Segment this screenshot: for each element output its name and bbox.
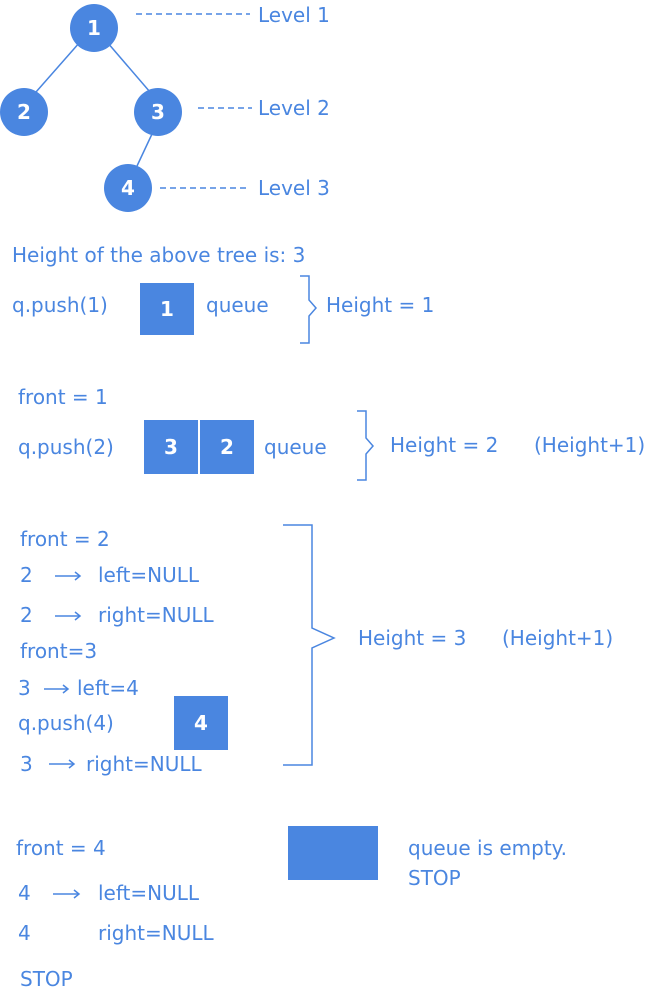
tree-node-2: 2 (0, 88, 48, 136)
edge-1-3 (106, 41, 151, 93)
edge-1-2 (35, 41, 81, 93)
step4-empty-line2: STOP (408, 866, 461, 890)
step3-line2-node: 2 (20, 603, 33, 627)
step1-push: q.push(1) (12, 293, 108, 317)
step4-stop: STOP (20, 967, 73, 991)
step4-line1-text: left=NULL (98, 881, 200, 905)
step3-line3-node: 3 (18, 676, 31, 700)
step2-queue-label: queue (264, 435, 327, 459)
step4-line2-text: right=NULL (98, 921, 214, 945)
step1-queue-cell: 1 (140, 283, 194, 335)
step4-line2-node: 4 (18, 921, 31, 945)
step3-line1-node: 2 (20, 563, 33, 587)
step3-height-note: (Height+1) (502, 626, 614, 650)
step3-line1-text: left=NULL (98, 563, 200, 587)
step2-height: Height = 2 (390, 433, 499, 457)
brace-step3 (283, 524, 336, 766)
step2-queue-cell-a: 3 (144, 420, 198, 474)
step3-line2-text: right=NULL (98, 603, 214, 627)
level-3-label: Level 3 (258, 176, 330, 200)
step4-empty-queue (288, 826, 378, 880)
step2-height-note: (Height+1) (534, 433, 646, 457)
tree-node-1: 1 (70, 4, 118, 52)
level-1-label: Level 1 (258, 3, 330, 27)
brace-step2 (357, 410, 374, 481)
step2-front: front = 1 (18, 385, 108, 409)
step3-line4-text: right=NULL (86, 752, 202, 776)
step3-queue-cell: 4 (174, 696, 228, 750)
step4-empty-line1: queue is empty. (408, 836, 568, 860)
step3-line4-node: 3 (20, 752, 33, 776)
step2-push: q.push(2) (18, 435, 114, 459)
step4-front: front = 4 (16, 836, 106, 860)
step3-front-2: front = 2 (20, 527, 110, 551)
step3-line3-text: left=4 (77, 676, 139, 700)
tree-height-statement: Height of the above tree is: 3 (12, 243, 306, 267)
level-2-label: Level 2 (258, 96, 330, 120)
step3-push: q.push(4) (18, 711, 114, 735)
step1-height: Height = 1 (326, 293, 435, 317)
tree-node-4: 4 (104, 164, 152, 212)
edge-3-4 (136, 133, 153, 167)
brace-step1 (300, 275, 317, 344)
step1-queue-label: queue (206, 293, 269, 317)
step2-queue-cell-b: 2 (200, 420, 254, 474)
tree-node-3: 3 (134, 88, 182, 136)
step4-line1-node: 4 (18, 881, 31, 905)
step3-height: Height = 3 (358, 626, 467, 650)
step3-front-3: front=3 (20, 639, 98, 663)
